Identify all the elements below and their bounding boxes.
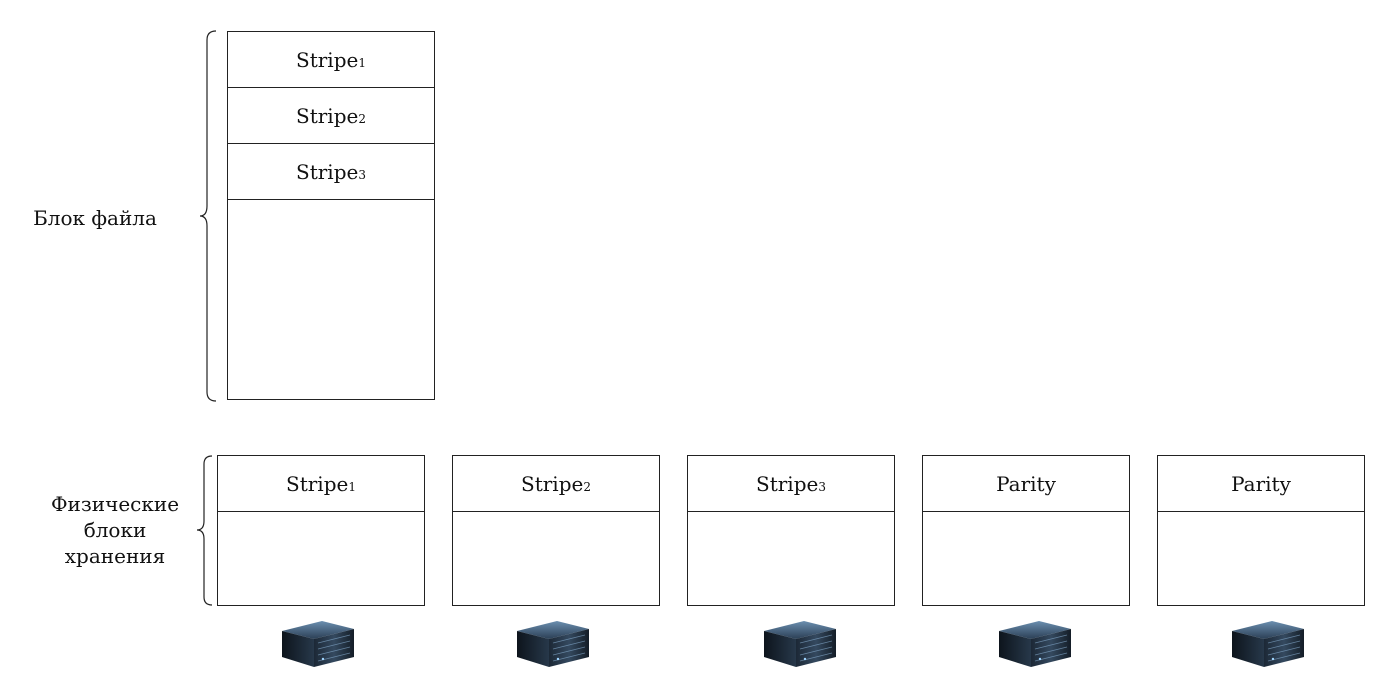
- disk-4: Parity: [922, 455, 1130, 606]
- disk-cell-name: Parity: [996, 471, 1056, 496]
- disk-1: Stripe1: [217, 455, 425, 606]
- physical-label-line: блоки: [83, 518, 147, 542]
- disk-cell-index: 1: [348, 479, 356, 494]
- file-block-brace: [199, 30, 217, 402]
- server-icon: [1232, 621, 1304, 667]
- file-stripe-2: Stripe2: [228, 88, 434, 144]
- disk-2-cell: Stripe2: [453, 456, 659, 512]
- disk-cell-index: 3: [818, 479, 826, 494]
- file-stripe-1: Stripe1: [228, 32, 434, 88]
- disk-cell-name: Parity: [1231, 471, 1291, 496]
- disk-5-cell: Parity: [1158, 456, 1364, 512]
- disk-5: Parity: [1157, 455, 1365, 606]
- disk-3: Stripe3: [687, 455, 895, 606]
- stripe-index: 1: [358, 55, 366, 70]
- physical-label-line: хранения: [64, 544, 166, 568]
- stripe-index: 3: [358, 167, 366, 182]
- server-icon: [517, 621, 589, 667]
- disk-1-cell: Stripe1: [218, 456, 424, 512]
- server-icon: [764, 621, 836, 667]
- server-icon: [999, 621, 1071, 667]
- file-block: Stripe1 Stripe2 Stripe3: [227, 31, 435, 400]
- disk-cell-name: Stripe: [286, 471, 349, 496]
- stripe-name: Stripe: [296, 159, 359, 184]
- physical-label-line: Физические: [50, 492, 180, 516]
- disk-cell-index: 2: [583, 479, 591, 494]
- physical-blocks-label: Физические блоки хранения: [40, 491, 190, 569]
- disk-cell-name: Stripe: [756, 471, 819, 496]
- physical-blocks-brace: [196, 455, 213, 606]
- file-block-label: Блок файла: [33, 206, 157, 230]
- stripe-index: 2: [358, 111, 366, 126]
- server-icon: [282, 621, 354, 667]
- disk-cell-name: Stripe: [521, 471, 584, 496]
- disk-4-cell: Parity: [923, 456, 1129, 512]
- file-stripe-3: Stripe3: [228, 144, 434, 200]
- stripe-name: Stripe: [296, 47, 359, 72]
- stripe-name: Stripe: [296, 103, 359, 128]
- disk-2: Stripe2: [452, 455, 660, 606]
- disk-3-cell: Stripe3: [688, 456, 894, 512]
